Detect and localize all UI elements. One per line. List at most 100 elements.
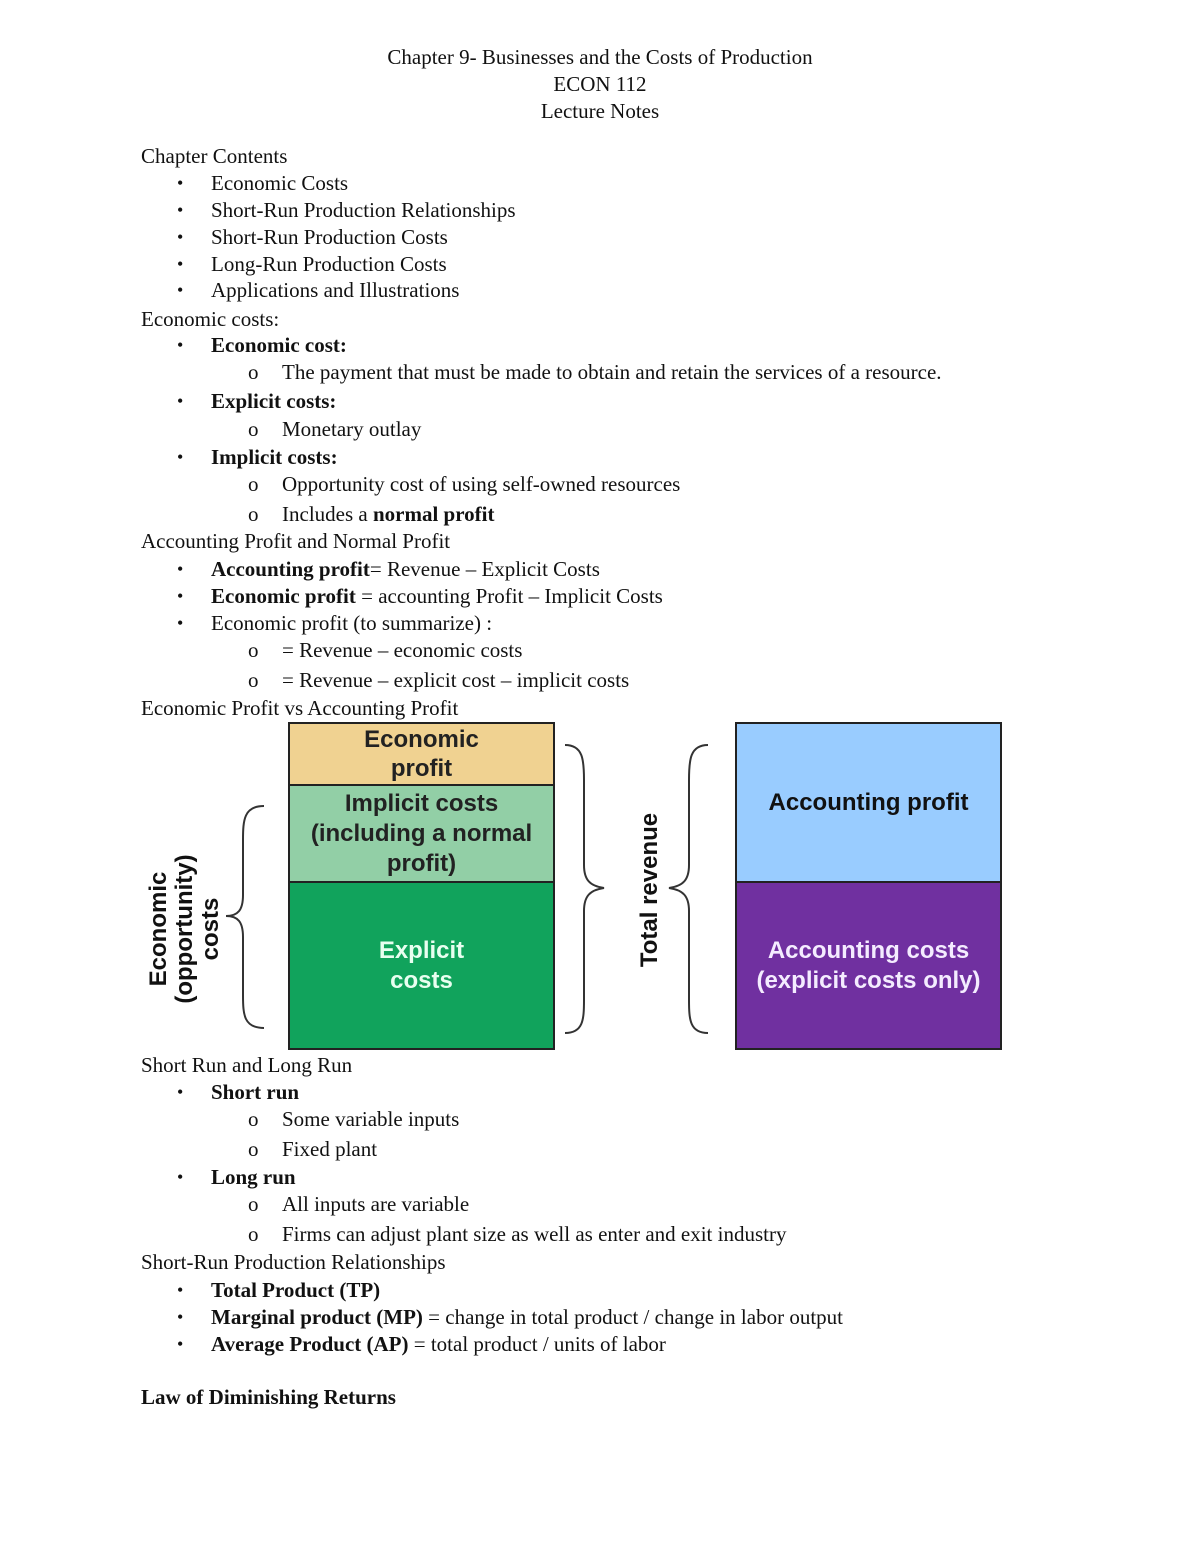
bullet-item: • Economic profit = accounting Profit – I… — [177, 584, 663, 608]
economic-profit-box: Economic profit — [288, 722, 555, 786]
section-heading: Accounting Profit and Normal Profit — [141, 529, 450, 553]
text-run: Economic cost: — [211, 333, 347, 357]
total-revenue-brace-left — [564, 744, 605, 1034]
bullet-item: •Long run — [177, 1165, 296, 1189]
section-heading: Short-Run Production Relationships — [141, 1250, 446, 1274]
bullet-item: • Economic cost: — [177, 333, 347, 357]
sub-bullet-item: o Some variable inputs — [248, 1107, 460, 1131]
bullet-icon: • — [177, 1307, 184, 1327]
text-run: = Revenue – explicit cost – implicit cos… — [282, 668, 630, 692]
text-run: Economic profit (to summarize) : — [211, 611, 493, 635]
sub-bullet-icon: o — [248, 502, 259, 526]
sub-bullet-icon: o — [248, 360, 259, 384]
sub-bullet-icon: o — [248, 1222, 259, 1246]
text-run: Long-Run Production Costs — [211, 252, 447, 276]
section-heading: Chapter Contents — [141, 144, 287, 168]
bullet-item: •Implicit costs: — [177, 445, 338, 469]
bullet-item: •Accounting profit= Revenue – Explicit C… — [177, 557, 600, 581]
sub-bullet-item: o = Revenue – explicit cost – implicit c… — [248, 668, 630, 692]
sub-bullet-item: o= Revenue – economic costs — [248, 638, 523, 662]
document-subtitle: Lecture Notes — [540, 99, 660, 123]
text-run: Marginal product (MP) — [211, 1305, 423, 1329]
text-run: Opportunity cost of using self-owned res… — [282, 472, 681, 496]
text-run: normal profit — [372, 502, 495, 526]
text-run: Short-Run Production Relationships — [211, 198, 516, 222]
sub-bullet-icon: o — [248, 1137, 259, 1161]
bullet-item: • Economic profit (to summarize) : — [177, 611, 493, 635]
bullet-icon: • — [177, 173, 184, 193]
bullet-item: • Applications and Illustrations — [177, 278, 460, 302]
text-run: = change in total product / change in la… — [422, 1305, 843, 1329]
bullet-icon: • — [177, 335, 184, 355]
total-revenue-brace-right — [668, 744, 709, 1034]
text-run: Short run — [211, 1080, 300, 1104]
bullet-icon: • — [177, 1280, 184, 1300]
implicit-costs-label: Implicit costs (including a normal profi… — [310, 789, 533, 877]
bullet-icon: • — [177, 1334, 184, 1354]
text-run: Applications and Illustrations — [211, 278, 460, 302]
bullet-icon: • — [177, 391, 184, 411]
text-run: Average Product (AP) — [211, 1332, 409, 1356]
text-run: = Revenue – Explicit Costs — [369, 557, 600, 581]
bullet-item: •Total Product (TP) — [177, 1278, 380, 1302]
text-run: The payment that must be made to obtain … — [282, 360, 942, 384]
section-heading: Economic costs: — [141, 307, 279, 331]
bullet-icon: • — [177, 227, 184, 247]
text-run: Firms can adjust plant size as well as e… — [282, 1222, 787, 1246]
sub-bullet-item: o Fixed plant — [248, 1137, 378, 1161]
sub-bullet-item: o Opportunity cost of using self-owned re… — [248, 472, 681, 496]
course-code: ECON 112 — [553, 72, 647, 96]
bullet-icon: • — [177, 1167, 184, 1187]
text-run: All inputs are variable — [282, 1192, 470, 1216]
text-run: Law of Diminishing Returns — [141, 1385, 396, 1409]
bullet-icon: • — [177, 1082, 184, 1102]
bullet-item: • Long-Run Production Costs — [177, 252, 447, 276]
accounting-costs-box: Accounting costs (explicit costs only) — [735, 881, 1002, 1050]
explicit-costs-label: Explicit costs — [378, 936, 465, 994]
economic-profit-label: Economic profit — [364, 726, 479, 782]
text-run: = accounting Profit – Implicit Costs — [355, 584, 663, 608]
bullet-icon: • — [177, 559, 184, 579]
text-run: Implicit costs: — [211, 445, 338, 469]
text-run: Short-Run Production Relationships — [141, 1250, 446, 1274]
accounting-profit-box: Accounting profit — [735, 722, 1002, 883]
accounting-profit-label: Accounting profit — [768, 788, 969, 816]
text-run: Economic profit — [211, 584, 356, 608]
text-run: Chapter Contents — [141, 144, 288, 168]
text-run: Explicit costs: — [211, 389, 337, 413]
sub-bullet-icon: o — [248, 472, 259, 496]
bullet-icon: • — [177, 613, 184, 633]
text-run: Economic Profit vs Accounting Profit — [141, 696, 459, 720]
bullet-item: • Short run — [177, 1080, 300, 1104]
bullet-item: • Marginal product (MP) = change in total… — [177, 1305, 843, 1329]
text-run: = Revenue – economic costs — [282, 638, 523, 662]
sub-bullet-item: o The payment that must be made to obtain… — [248, 360, 942, 384]
text-run: Economic costs: — [141, 307, 280, 331]
bullet-item: • Short-Run Production Costs — [177, 225, 448, 249]
bullet-item: •Average Product (AP) = total product / … — [177, 1332, 666, 1356]
bullet-item: • Economic Costs — [177, 171, 349, 195]
text-run: Economic Costs — [211, 171, 349, 195]
sub-bullet-item: o Firms can adjust plant size as well as … — [248, 1222, 787, 1246]
bullet-item: • Short-Run Production Relationships — [177, 198, 516, 222]
bullet-icon: • — [177, 254, 184, 274]
bullet-icon: • — [177, 200, 184, 220]
sub-bullet-icon: o — [248, 1107, 259, 1131]
text-run: Short-Run Production Costs — [211, 225, 448, 249]
text-run: Includes a — [282, 502, 373, 526]
text-run: Some variable inputs — [282, 1107, 460, 1131]
implicit-costs-box: Implicit costs (including a normal profi… — [288, 784, 555, 883]
sub-bullet-icon: o — [248, 668, 259, 692]
economic-costs-brace — [225, 805, 265, 1029]
sub-bullet-icon: o — [248, 417, 259, 441]
sub-bullet-item: o Includes a normal profit — [248, 502, 495, 526]
bullet-icon: • — [177, 280, 184, 300]
text-run: Fixed plant — [282, 1137, 378, 1161]
accounting-costs-label: Accounting costs (explicit costs only) — [756, 936, 981, 994]
section-heading: Short Run and Long Run — [141, 1053, 352, 1077]
text-run: Short Run and Long Run — [141, 1053, 353, 1077]
bullet-icon: • — [177, 586, 184, 606]
